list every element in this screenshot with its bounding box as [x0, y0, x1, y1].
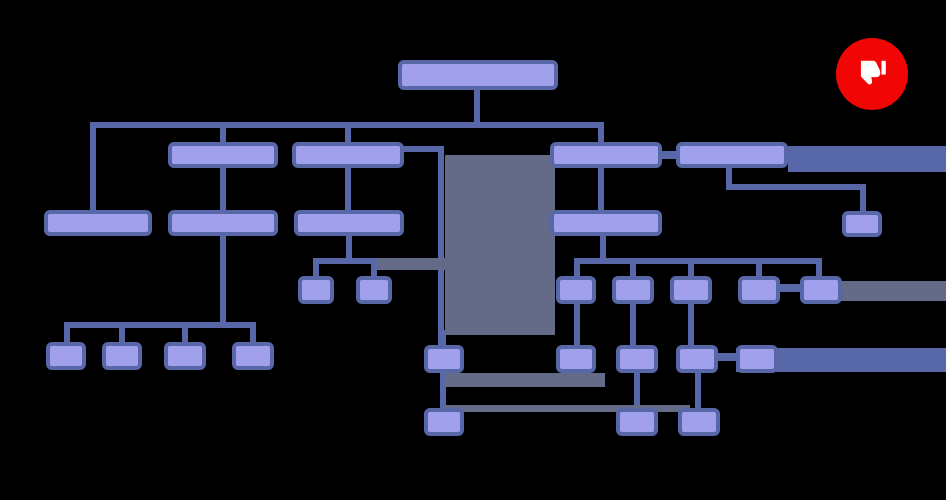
- tree-node-n-a5[interactable]: [842, 211, 882, 237]
- connector-drop-r1: [598, 122, 604, 146]
- connector-e1-stem-down: [440, 371, 446, 411]
- connector-drop-c2: [630, 258, 636, 280]
- connector-l2-elbow-h: [400, 146, 444, 152]
- tree-node-n-r1[interactable]: [550, 142, 662, 168]
- tree-node-n-e1[interactable]: [424, 345, 464, 373]
- connector-drop-l1: [220, 122, 226, 146]
- tree-node-n-a3[interactable]: [294, 210, 404, 236]
- connector-drop-b2: [371, 258, 377, 280]
- tree-node-n-d3[interactable]: [164, 342, 206, 370]
- tree-node-n-b1[interactable]: [298, 276, 334, 304]
- connector-drop-d1: [64, 322, 70, 346]
- connector-l1-to-a2: [220, 166, 226, 214]
- connector-b-rail: [313, 258, 377, 264]
- connector-drop-d4: [250, 322, 256, 346]
- tree-node-n-l2[interactable]: [292, 142, 404, 168]
- connector-drop-c5: [816, 258, 822, 280]
- gray-bar-e1-f1: [446, 405, 690, 412]
- bar-right-mid: [840, 281, 946, 301]
- tree-node-n-c4[interactable]: [738, 276, 780, 304]
- connector-a4-stem-down: [600, 236, 606, 262]
- tree-node-n-f2[interactable]: [616, 408, 658, 436]
- connector-drop-c4: [756, 258, 762, 280]
- connector-d-rail: [64, 322, 256, 328]
- tree-node-n-f1[interactable]: [424, 408, 464, 436]
- connector-drop-d2: [119, 322, 125, 346]
- tree-node-root[interactable]: [398, 60, 558, 90]
- connector-r1-to-a4: [598, 166, 604, 214]
- connector-root-stem: [474, 90, 480, 124]
- connector-e3-to-f2: [634, 371, 640, 411]
- connector-r2-elbow-h: [726, 184, 866, 190]
- connector-drop-d3: [182, 322, 188, 346]
- tree-node-n-e5[interactable]: [736, 345, 778, 373]
- tree-node-n-r2[interactable]: [676, 142, 788, 168]
- gray-bar-bottom-2: [445, 373, 605, 387]
- connector-c3-to-e4: [688, 302, 694, 348]
- tree-node-n-l1[interactable]: [168, 142, 278, 168]
- thumbs-down-icon: [854, 56, 890, 92]
- connector-l2-elbow-v: [438, 146, 444, 350]
- tree-node-n-d2[interactable]: [102, 342, 142, 370]
- connector-r1-r2-joiner: [658, 151, 680, 159]
- connector-e4-to-f3: [695, 371, 701, 411]
- center-gray-panel: [445, 155, 555, 335]
- connector-e4-e5-joiner: [714, 353, 740, 361]
- connector-drop-c3: [688, 258, 694, 280]
- thumbs-down-badge[interactable]: [836, 38, 908, 110]
- connector-drop-b1: [313, 258, 319, 280]
- connector-c-rail: [574, 258, 822, 264]
- connector-c4-c5-joiner: [776, 284, 802, 292]
- tree-node-n-a4[interactable]: [550, 210, 662, 236]
- tree-node-n-c1[interactable]: [556, 276, 596, 304]
- connector-r2-elbow-v2: [860, 184, 866, 214]
- tree-node-n-e2[interactable]: [556, 345, 596, 373]
- connector-l2-to-a3: [345, 166, 351, 214]
- tree-node-n-e3[interactable]: [616, 345, 658, 373]
- bar-right-top: [788, 146, 946, 172]
- connector-a3-stem-down: [346, 236, 352, 262]
- connector-c1-to-e2: [574, 302, 580, 348]
- tree-node-n-b2[interactable]: [356, 276, 392, 304]
- tree-node-n-a2[interactable]: [168, 210, 278, 236]
- connector-c2-to-e3: [630, 302, 636, 348]
- tree-node-n-e4[interactable]: [676, 345, 718, 373]
- connector-a2-stem-down: [220, 236, 226, 326]
- connector-r2-elbow-v1: [726, 166, 732, 188]
- tree-node-n-c2[interactable]: [612, 276, 654, 304]
- tree-node-n-d1[interactable]: [46, 342, 86, 370]
- connector-drop-far-left: [90, 122, 96, 214]
- connector-e1-stem-up: [440, 330, 446, 348]
- tree-node-n-f3[interactable]: [678, 408, 720, 436]
- gray-connector-b2: [377, 258, 447, 270]
- connector-drop-l2: [345, 122, 351, 146]
- tree-node-n-c5[interactable]: [800, 276, 842, 304]
- tree-node-n-a1[interactable]: [44, 210, 152, 236]
- connector-drop-c1: [574, 258, 580, 280]
- tree-node-n-c3[interactable]: [670, 276, 712, 304]
- tree-node-n-d4[interactable]: [232, 342, 274, 370]
